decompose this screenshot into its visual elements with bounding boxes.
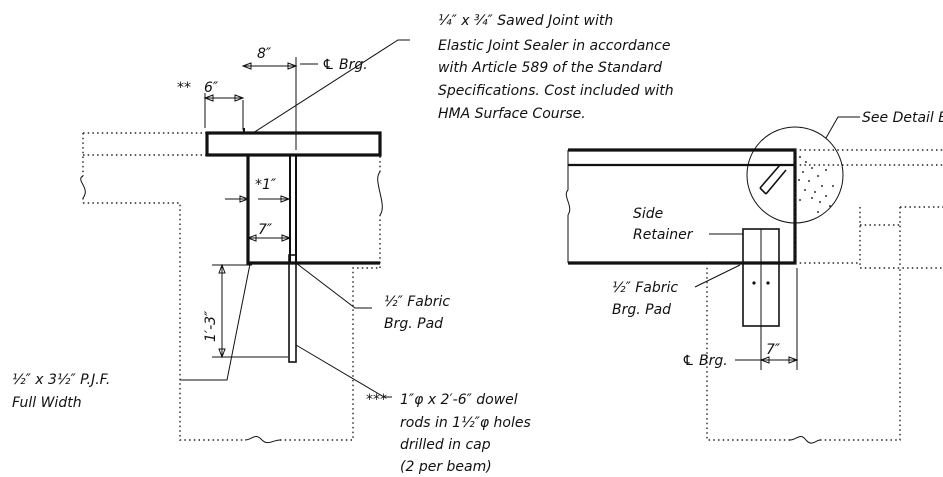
joint-note-line-3: with Article 589 of the Standard — [438, 60, 662, 76]
pjf-note: ½″ x 3½″ P.J.F. Full Width — [12, 372, 110, 411]
joint-note: ¼″ x ¾″ Sawed Joint with Elastic Joint S… — [438, 13, 674, 122]
break-line-bottom-right — [789, 435, 821, 444]
pjf-leader — [180, 263, 251, 381]
joint-note-line-1: ¼″ x ¾″ Sawed Joint with — [438, 13, 613, 29]
end-plate — [289, 154, 297, 264]
cl-brg-label-right: ℄ Brg. — [682, 353, 728, 369]
dim-7-arrows — [246, 234, 292, 242]
left-bearing-detail: 8″ ** 6″ ℄ Brg. *1″ 7″ 1′-3″ ¼″ x ¾″ Saw… — [12, 13, 674, 475]
break-line-right-beam — [565, 189, 571, 216]
dim-8-lines — [242, 57, 297, 150]
dim-1-lines — [225, 193, 289, 205]
dowel-line-3: drilled in cap — [400, 437, 491, 453]
abutment-outline-left — [83, 202, 245, 441]
dowel-line-2: rods in 1½″φ holes — [400, 415, 531, 431]
dim-7-arrows-right — [759, 356, 799, 364]
dowel-leader — [295, 344, 392, 398]
dim-6-lines — [204, 93, 243, 128]
abutment-dotted-right — [706, 263, 901, 441]
dim-1-3-lines — [212, 264, 288, 358]
dim-1-label: *1″ — [255, 177, 277, 193]
dim-7-label-right: 7″ — [766, 342, 781, 358]
joint-sealer-speckle — [798, 156, 834, 213]
deck-dotted-right — [794, 149, 943, 264]
dim-8-label: 8″ — [257, 46, 272, 62]
dowel-rod — [288, 254, 297, 363]
fabric-pad-leader — [295, 262, 372, 309]
approach-slab-outline — [83, 132, 207, 156]
dim-8-arrows — [241, 62, 298, 70]
dim-1-3-arrows — [218, 263, 226, 359]
dowel-line-1: 1″φ x 2′-6″ dowel — [400, 392, 518, 408]
side-retainer-line-2: Retainer — [633, 227, 694, 243]
side-retainer-line-1: Side — [633, 206, 663, 222]
pjf-line-2: Full Width — [12, 395, 82, 411]
break-line-bottom — [244, 435, 281, 444]
dim-6-label: 6″ — [204, 80, 219, 96]
break-line-right — [377, 171, 383, 216]
fabric-pad-line-1: ½″ Fabric — [384, 294, 450, 310]
dim-7-ext-right — [760, 268, 798, 370]
fabric-pad-right-line-2: Brg. Pad — [612, 302, 671, 318]
fabric-pad-note-left: ½″ Fabric Brg. Pad — [384, 294, 450, 332]
fabric-pad-leader-right — [694, 264, 741, 288]
dowel-note: *** 1″φ x 2′-6″ dowel rods in 1½″φ holes… — [366, 392, 531, 475]
fabric-pad-line-2: Brg. Pad — [384, 316, 443, 332]
pjf-line-1: ½″ x 3½″ P.J.F. — [12, 372, 110, 388]
see-detail-leader — [825, 116, 860, 139]
dim-1-3-label: 1′-3″ — [203, 310, 219, 342]
break-line-left — [80, 175, 86, 199]
dowel-angle-detail — [759, 164, 787, 195]
approach-dotted-right — [859, 206, 943, 269]
abutment-outline-right — [280, 267, 380, 441]
joint-note-leader — [252, 39, 410, 134]
right-bearing-detail: See Detail B Side Retainer ½″ Fabric Brg… — [565, 110, 943, 444]
anchor-bolt-1 — [752, 281, 756, 285]
dim-6-arrows — [203, 94, 245, 102]
dim-6-prefix: ** — [177, 80, 191, 96]
see-detail-label: See Detail B — [862, 110, 943, 126]
deck-slab — [205, 131, 382, 157]
joint-note-line-5: HMA Surface Course. — [438, 106, 586, 122]
dim-1-arrows — [239, 195, 291, 203]
fabric-pad-right-line-1: ½″ Fabric — [612, 280, 678, 296]
cl-brg-label-left: ℄ Brg. — [322, 57, 368, 73]
dowel-prefix: *** — [366, 392, 387, 408]
detail-b-circle — [746, 126, 844, 224]
dowel-line-4: (2 per beam) — [400, 459, 492, 475]
dim-7-label: 7″ — [258, 222, 273, 238]
anchor-bolt-2 — [766, 281, 770, 285]
joint-note-line-4: Specifications. Cost included with — [438, 83, 674, 99]
beam-outline — [246, 155, 380, 265]
joint-note-line-2: Elastic Joint Sealer in accordance — [438, 38, 670, 54]
